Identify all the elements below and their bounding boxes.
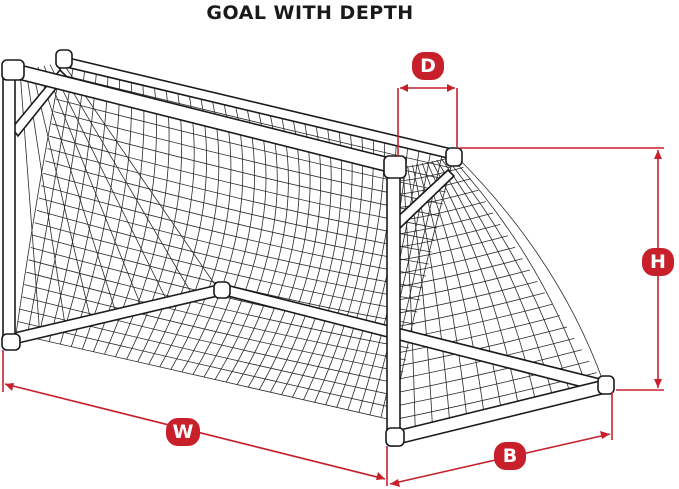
height-badge: H (642, 248, 674, 276)
width-arrow-left (5, 383, 14, 391)
width-label: W (173, 421, 194, 443)
net-strand (397, 315, 560, 354)
net-strand (397, 360, 590, 406)
net-strand (426, 161, 502, 409)
net-strand (397, 258, 523, 288)
base-badge: B (494, 442, 526, 470)
corner-joint-back-left (55, 49, 73, 69)
corner-joint-far-bottom (597, 375, 615, 395)
net-strand (281, 128, 343, 395)
net-strand (55, 63, 195, 299)
net-strand (397, 349, 582, 393)
ground-bar-right (219, 283, 605, 393)
width-arrow-right (376, 472, 385, 480)
depth-badge: D (412, 52, 444, 80)
net-strand (397, 269, 531, 301)
net-strand (192, 106, 255, 375)
height-arrow-bottom (654, 379, 662, 388)
net-strand (43, 172, 429, 265)
net-strand (397, 281, 538, 314)
base-label: B (503, 445, 517, 467)
net-strand (446, 157, 571, 393)
base-arrow-right (600, 431, 610, 439)
corner-joint-back-bottom (213, 281, 231, 299)
net-strand (17, 321, 395, 409)
height-arrow-top (654, 150, 662, 159)
net-strand (159, 97, 220, 368)
width-badge-shape (166, 418, 200, 446)
net-strand (181, 103, 244, 373)
net-strand (49, 64, 169, 305)
net-strand (24, 284, 404, 373)
net-strand (412, 164, 450, 421)
net-strand (397, 189, 479, 208)
ground-bar-front (390, 379, 612, 445)
net-strand (402, 166, 416, 429)
net-strand (397, 246, 516, 274)
corner-joint-right-top (383, 155, 407, 179)
depth-arrow-left (400, 84, 408, 92)
net-strand (22, 296, 401, 385)
net-strand (148, 95, 207, 365)
depth-arrow-right (447, 84, 455, 92)
corner-joint-right-bottom (385, 427, 405, 447)
net-strand (45, 160, 432, 253)
net-strand (34, 222, 418, 313)
corner-joint-left-bottom (1, 333, 21, 351)
net-strand (397, 235, 508, 261)
height-label: H (650, 251, 666, 273)
net-strand (203, 108, 267, 378)
net-strand (137, 92, 195, 363)
net-strand (38, 197, 424, 289)
diagram-title: GOAL WITH DEPTH (206, 2, 414, 24)
net-strand (450, 156, 588, 389)
net-strand (31, 68, 92, 323)
net-strand (15, 333, 393, 421)
net-strand (455, 155, 605, 385)
base-badge-shape (494, 442, 526, 470)
right-post (386, 163, 401, 447)
net-strand (115, 86, 170, 357)
width-badge: W (166, 418, 200, 446)
corner-joint-back-right (445, 147, 463, 167)
height-badge-shape (642, 248, 674, 276)
net-strand (407, 165, 433, 425)
goal-frame (1, 49, 615, 447)
depth-label: D (420, 55, 436, 77)
net-strand (325, 139, 386, 405)
left-post (2, 67, 16, 347)
net-strand (397, 167, 464, 182)
corner-joint-left-top (1, 59, 25, 81)
net-strand (28, 259, 409, 349)
net-strand (397, 292, 545, 327)
net-strand (36, 209, 421, 301)
net-strand (40, 185, 426, 277)
net-strand (397, 224, 501, 248)
net-strand (61, 61, 221, 293)
net-strand (43, 65, 144, 311)
net-strand (49, 135, 438, 229)
base-arrow-left (390, 479, 400, 487)
net-strand (397, 212, 494, 235)
net-strand (431, 160, 519, 405)
net-strand (59, 73, 109, 345)
net-strand (441, 158, 553, 397)
net-strand (37, 66, 118, 317)
top-back-bar (58, 54, 457, 162)
net-strand (26, 64, 74, 337)
net-strand (170, 100, 232, 370)
depth-badge-shape (412, 52, 444, 80)
net-strand (70, 75, 121, 347)
